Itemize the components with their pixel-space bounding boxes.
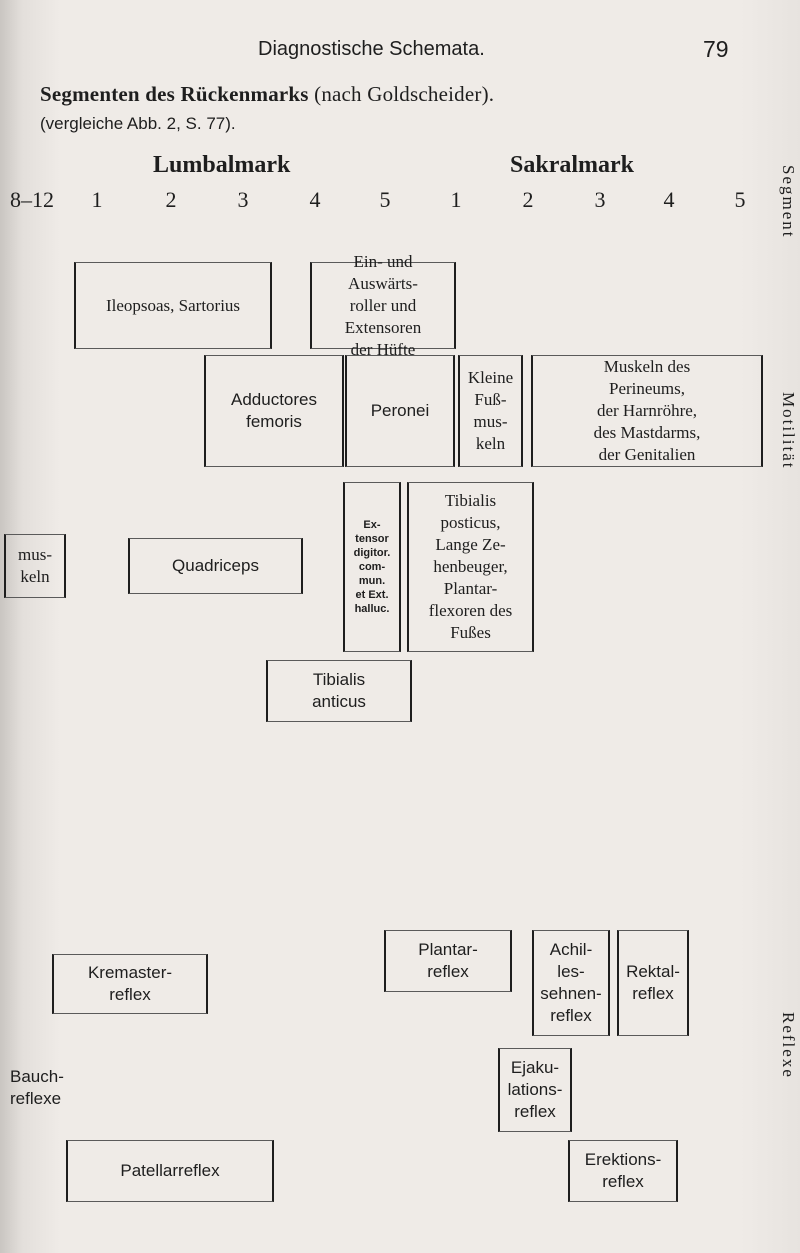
cell-muskeln: mus- keln	[4, 534, 66, 598]
title-bold: Segmenten des Rückenmarks	[40, 82, 309, 106]
cell-ileopsoas-sartorius: Ileopsoas, Sartorius	[74, 262, 272, 349]
segment-number: 5	[734, 187, 746, 212]
cell-erektionsreflex: Erektions- reflex	[568, 1140, 678, 1202]
cell-ein-auswaertsroller: Ein- und Auswärts- roller und Extensoren…	[310, 252, 456, 359]
cell-achillessehnenreflex: Achil- les- sehnen- reflex	[532, 930, 610, 1036]
page-number: 79	[703, 36, 729, 62]
running-header-title: Diagnostische Schemata.	[258, 38, 485, 60]
cell-peronei: Peronei	[345, 355, 455, 467]
segment-number: 3	[237, 187, 249, 212]
table-subtitle: (vergleiche Abb. 2, S. 77).	[40, 114, 236, 133]
segment-number: 2	[165, 187, 177, 212]
sakralmark-label: Sakralmark	[510, 152, 635, 178]
segment-number: 1	[450, 187, 462, 212]
cell-kleine-fussmuskeln: Kleine Fuß- mus- keln	[458, 355, 523, 467]
cell-adductores-femoris: Adductores femoris	[204, 355, 344, 467]
segment-number: 2	[522, 187, 534, 212]
segment-number: 8–12	[10, 187, 54, 212]
cell-ejakulationsreflex: Ejaku- lations- reflex	[498, 1048, 572, 1132]
cell-kremasterreflex: Kremaster- reflex	[52, 954, 208, 1014]
segment-number: 4	[663, 187, 675, 212]
cell-rektalreflex: Rektal- reflex	[617, 930, 689, 1036]
table-title: Segmenten des Rückenmarks (nach Goldsche…	[40, 82, 494, 107]
label-bauchreflexe: Bauch- reflexe	[10, 1067, 64, 1108]
segment-number: 5	[379, 187, 391, 212]
cell-tibialis-posticus: Tibialis posticus, Lange Ze- henbeuger, …	[407, 482, 534, 652]
cell-tibialis-anticus: Tibialis anticus	[266, 660, 412, 722]
segment-side-label: Segment	[779, 165, 798, 239]
cell-muskeln-perineum: Muskeln des Perineums, der Harnröhre, de…	[531, 355, 763, 467]
reflexe-side-label: Reflexe	[779, 1012, 798, 1079]
lumbalmark-label: Lumbalmark	[153, 152, 291, 178]
title-normal: (nach Goldscheider).	[308, 82, 495, 106]
cell-quadriceps: Quadriceps	[128, 538, 303, 594]
segment-number: 4	[309, 187, 321, 212]
cell-extensor-digitorum: Ex- tensor digitor. com- mun. et Ext. ha…	[343, 482, 401, 652]
segment-number: 1	[91, 187, 103, 212]
cell-patellarreflex: Patellarreflex	[66, 1140, 274, 1202]
cell-plantarreflex: Plantar- reflex	[384, 930, 512, 992]
segment-number: 3	[594, 187, 606, 212]
motilitaet-side-label: Motilität	[779, 392, 798, 470]
